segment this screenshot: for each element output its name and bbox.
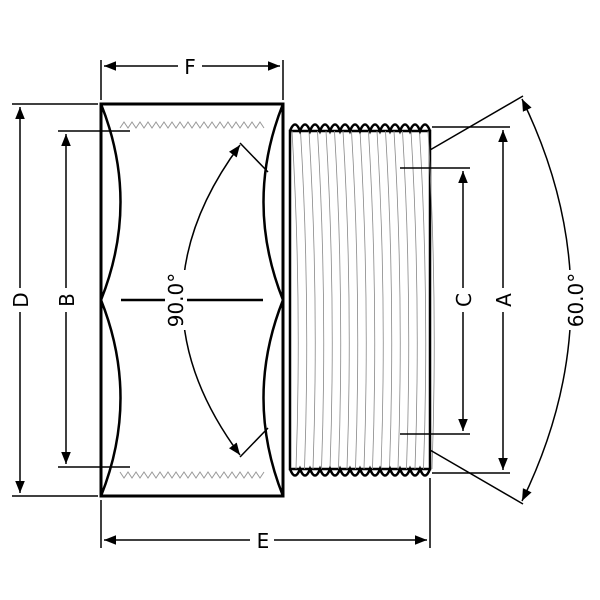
- dim-label-a: A: [492, 293, 516, 307]
- angle-label-60: 60.0°: [564, 273, 588, 328]
- dim-label-e: E: [257, 529, 270, 553]
- dimension-lines: [12, 60, 572, 548]
- thread-body: [288, 123, 435, 477]
- dim-label-f: F: [184, 55, 196, 79]
- dim-label-b: B: [55, 293, 79, 307]
- angle-label-90: 90.0°: [164, 273, 188, 328]
- hex-body: [99, 102, 285, 498]
- dim-label-d: D: [9, 292, 33, 307]
- dim-label-c: C: [452, 293, 476, 307]
